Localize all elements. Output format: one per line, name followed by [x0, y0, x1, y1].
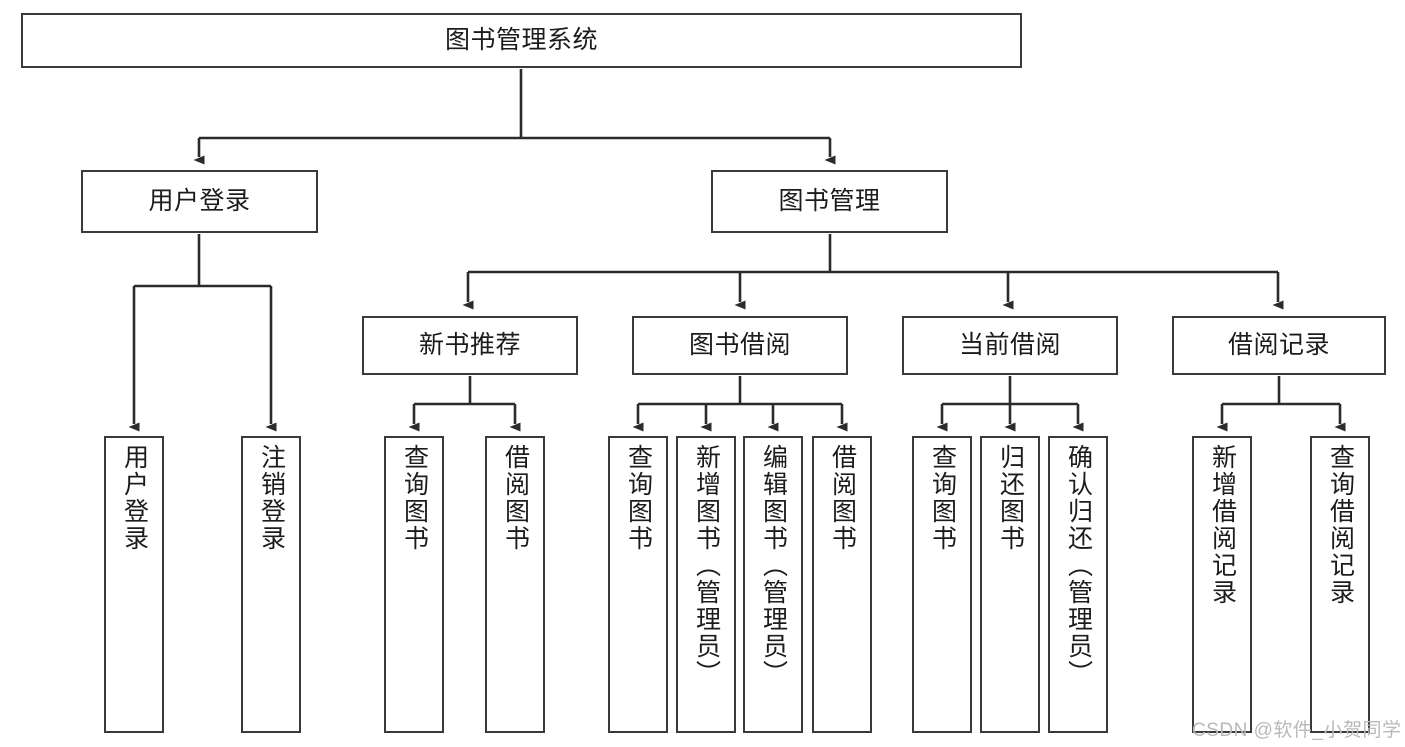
leaf-recommend-query-book[interactable]: 查询图书 — [384, 436, 444, 733]
leaf-user-login-logout[interactable]: 注销登录 — [241, 436, 301, 733]
leaf-current-confirm-return-admin[interactable]: 确认归还（管理员） — [1048, 436, 1108, 733]
node-borrow-record[interactable]: 借阅记录 — [1172, 316, 1386, 375]
node-book-management[interactable]: 图书管理 — [711, 170, 948, 233]
node-current-borrow[interactable]: 当前借阅 — [902, 316, 1118, 375]
node-user-login[interactable]: 用户登录 — [81, 170, 318, 233]
node-label: 查询图书 — [624, 444, 653, 552]
leaf-recommend-borrow-book[interactable]: 借阅图书 — [485, 436, 545, 733]
node-label: 图书借阅 — [688, 331, 791, 359]
leaf-borrow-add-book-admin[interactable]: 新增图书（管理员） — [676, 436, 736, 733]
node-label: 注销登录 — [257, 444, 286, 552]
leaf-record-query-record[interactable]: 查询借阅记录 — [1310, 436, 1370, 733]
leaf-record-add-record[interactable]: 新增借阅记录 — [1192, 436, 1252, 733]
node-label: 用户登录 — [148, 187, 251, 215]
node-label: 编辑图书（管理员） — [759, 444, 788, 687]
node-label: 图书管理系统 — [444, 26, 598, 54]
leaf-borrow-query-book[interactable]: 查询图书 — [608, 436, 668, 733]
node-label: 新书推荐 — [418, 331, 521, 359]
node-label: 确认归还（管理员） — [1064, 444, 1093, 687]
leaf-user-login-login[interactable]: 用户登录 — [104, 436, 164, 733]
leaf-current-return-book[interactable]: 归还图书 — [980, 436, 1040, 733]
node-label: 借阅图书 — [828, 444, 857, 552]
node-root-system[interactable]: 图书管理系统 — [21, 13, 1022, 68]
leaf-borrow-edit-book-admin[interactable]: 编辑图书（管理员） — [743, 436, 803, 733]
node-label: 新增借阅记录 — [1208, 444, 1237, 606]
leaf-borrow-borrow-book[interactable]: 借阅图书 — [812, 436, 872, 733]
node-label: 新增图书（管理员） — [692, 444, 721, 687]
node-label: 查询图书 — [928, 444, 957, 552]
leaf-current-query-book[interactable]: 查询图书 — [912, 436, 972, 733]
node-label: 归还图书 — [996, 444, 1025, 552]
node-label: 查询图书 — [400, 444, 429, 552]
node-label: 借阅图书 — [501, 444, 530, 552]
node-new-book-recommend[interactable]: 新书推荐 — [362, 316, 578, 375]
csdn-watermark: CSDN @软件_小贺同学 — [1192, 720, 1402, 741]
node-label: 图书管理 — [778, 187, 881, 215]
node-label: 借阅记录 — [1227, 331, 1330, 359]
node-book-borrow[interactable]: 图书借阅 — [632, 316, 848, 375]
node-label: 查询借阅记录 — [1326, 444, 1355, 606]
node-label: 当前借阅 — [958, 331, 1061, 359]
node-label: 用户登录 — [120, 444, 149, 552]
